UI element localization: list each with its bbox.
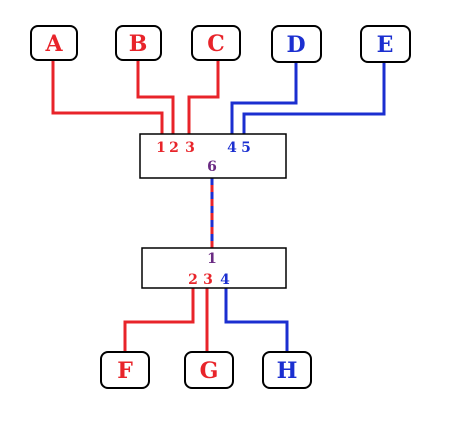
bottom-hub-port-1: 1 <box>207 251 217 267</box>
wire-e-port5 <box>242 62 386 142</box>
top-hub-box <box>139 133 287 179</box>
top-hub-port-4: 4 <box>227 140 237 156</box>
node-b: B <box>115 25 162 61</box>
node-d-box <box>271 25 322 63</box>
node-e: E <box>360 25 411 63</box>
top-hub-port-3: 3 <box>185 140 195 156</box>
node-b-box <box>115 25 162 61</box>
bottom-hub-box <box>141 247 287 289</box>
node-f: F <box>100 351 150 389</box>
wire-b-port2 <box>136 60 175 142</box>
bottom-hub: 1 2 3 4 <box>141 247 287 289</box>
bottom-hub-port-3: 3 <box>203 272 213 288</box>
node-h-box <box>262 351 312 389</box>
wires <box>51 60 386 352</box>
node-a-box <box>30 25 78 61</box>
node-b-label: B <box>129 31 148 57</box>
top-hub-port-6: 6 <box>207 159 217 175</box>
node-h-label: H <box>277 358 298 384</box>
node-a-label: A <box>44 31 63 57</box>
top-hub-port-5: 5 <box>241 140 251 156</box>
bottom-hub-port-2: 2 <box>188 272 198 288</box>
node-f-label: F <box>117 358 133 384</box>
node-a: A <box>30 25 78 61</box>
wire-a-port1 <box>51 60 164 142</box>
wire-port4-h <box>224 288 289 352</box>
node-e-box <box>360 25 411 63</box>
top-hub: 1 2 3 4 5 6 <box>139 133 287 179</box>
node-d-label: D <box>286 32 305 58</box>
node-c: C <box>191 25 241 61</box>
node-e-label: E <box>377 32 394 58</box>
node-c-box <box>191 25 241 61</box>
node-c-label: C <box>207 31 225 57</box>
wire-d-port4 <box>230 62 298 142</box>
node-g-label: G <box>200 358 219 384</box>
wire-port2-f <box>123 288 195 352</box>
node-g-box <box>184 351 234 389</box>
node-g: G <box>184 351 234 389</box>
node-h: H <box>262 351 312 389</box>
wire-c-port3 <box>187 60 220 142</box>
bottom-hub-port-4: 4 <box>220 272 230 288</box>
top-hub-port-1: 1 <box>156 140 166 156</box>
node-f-box <box>100 351 150 389</box>
top-hub-port-2: 2 <box>169 140 179 156</box>
node-d: D <box>271 25 322 63</box>
